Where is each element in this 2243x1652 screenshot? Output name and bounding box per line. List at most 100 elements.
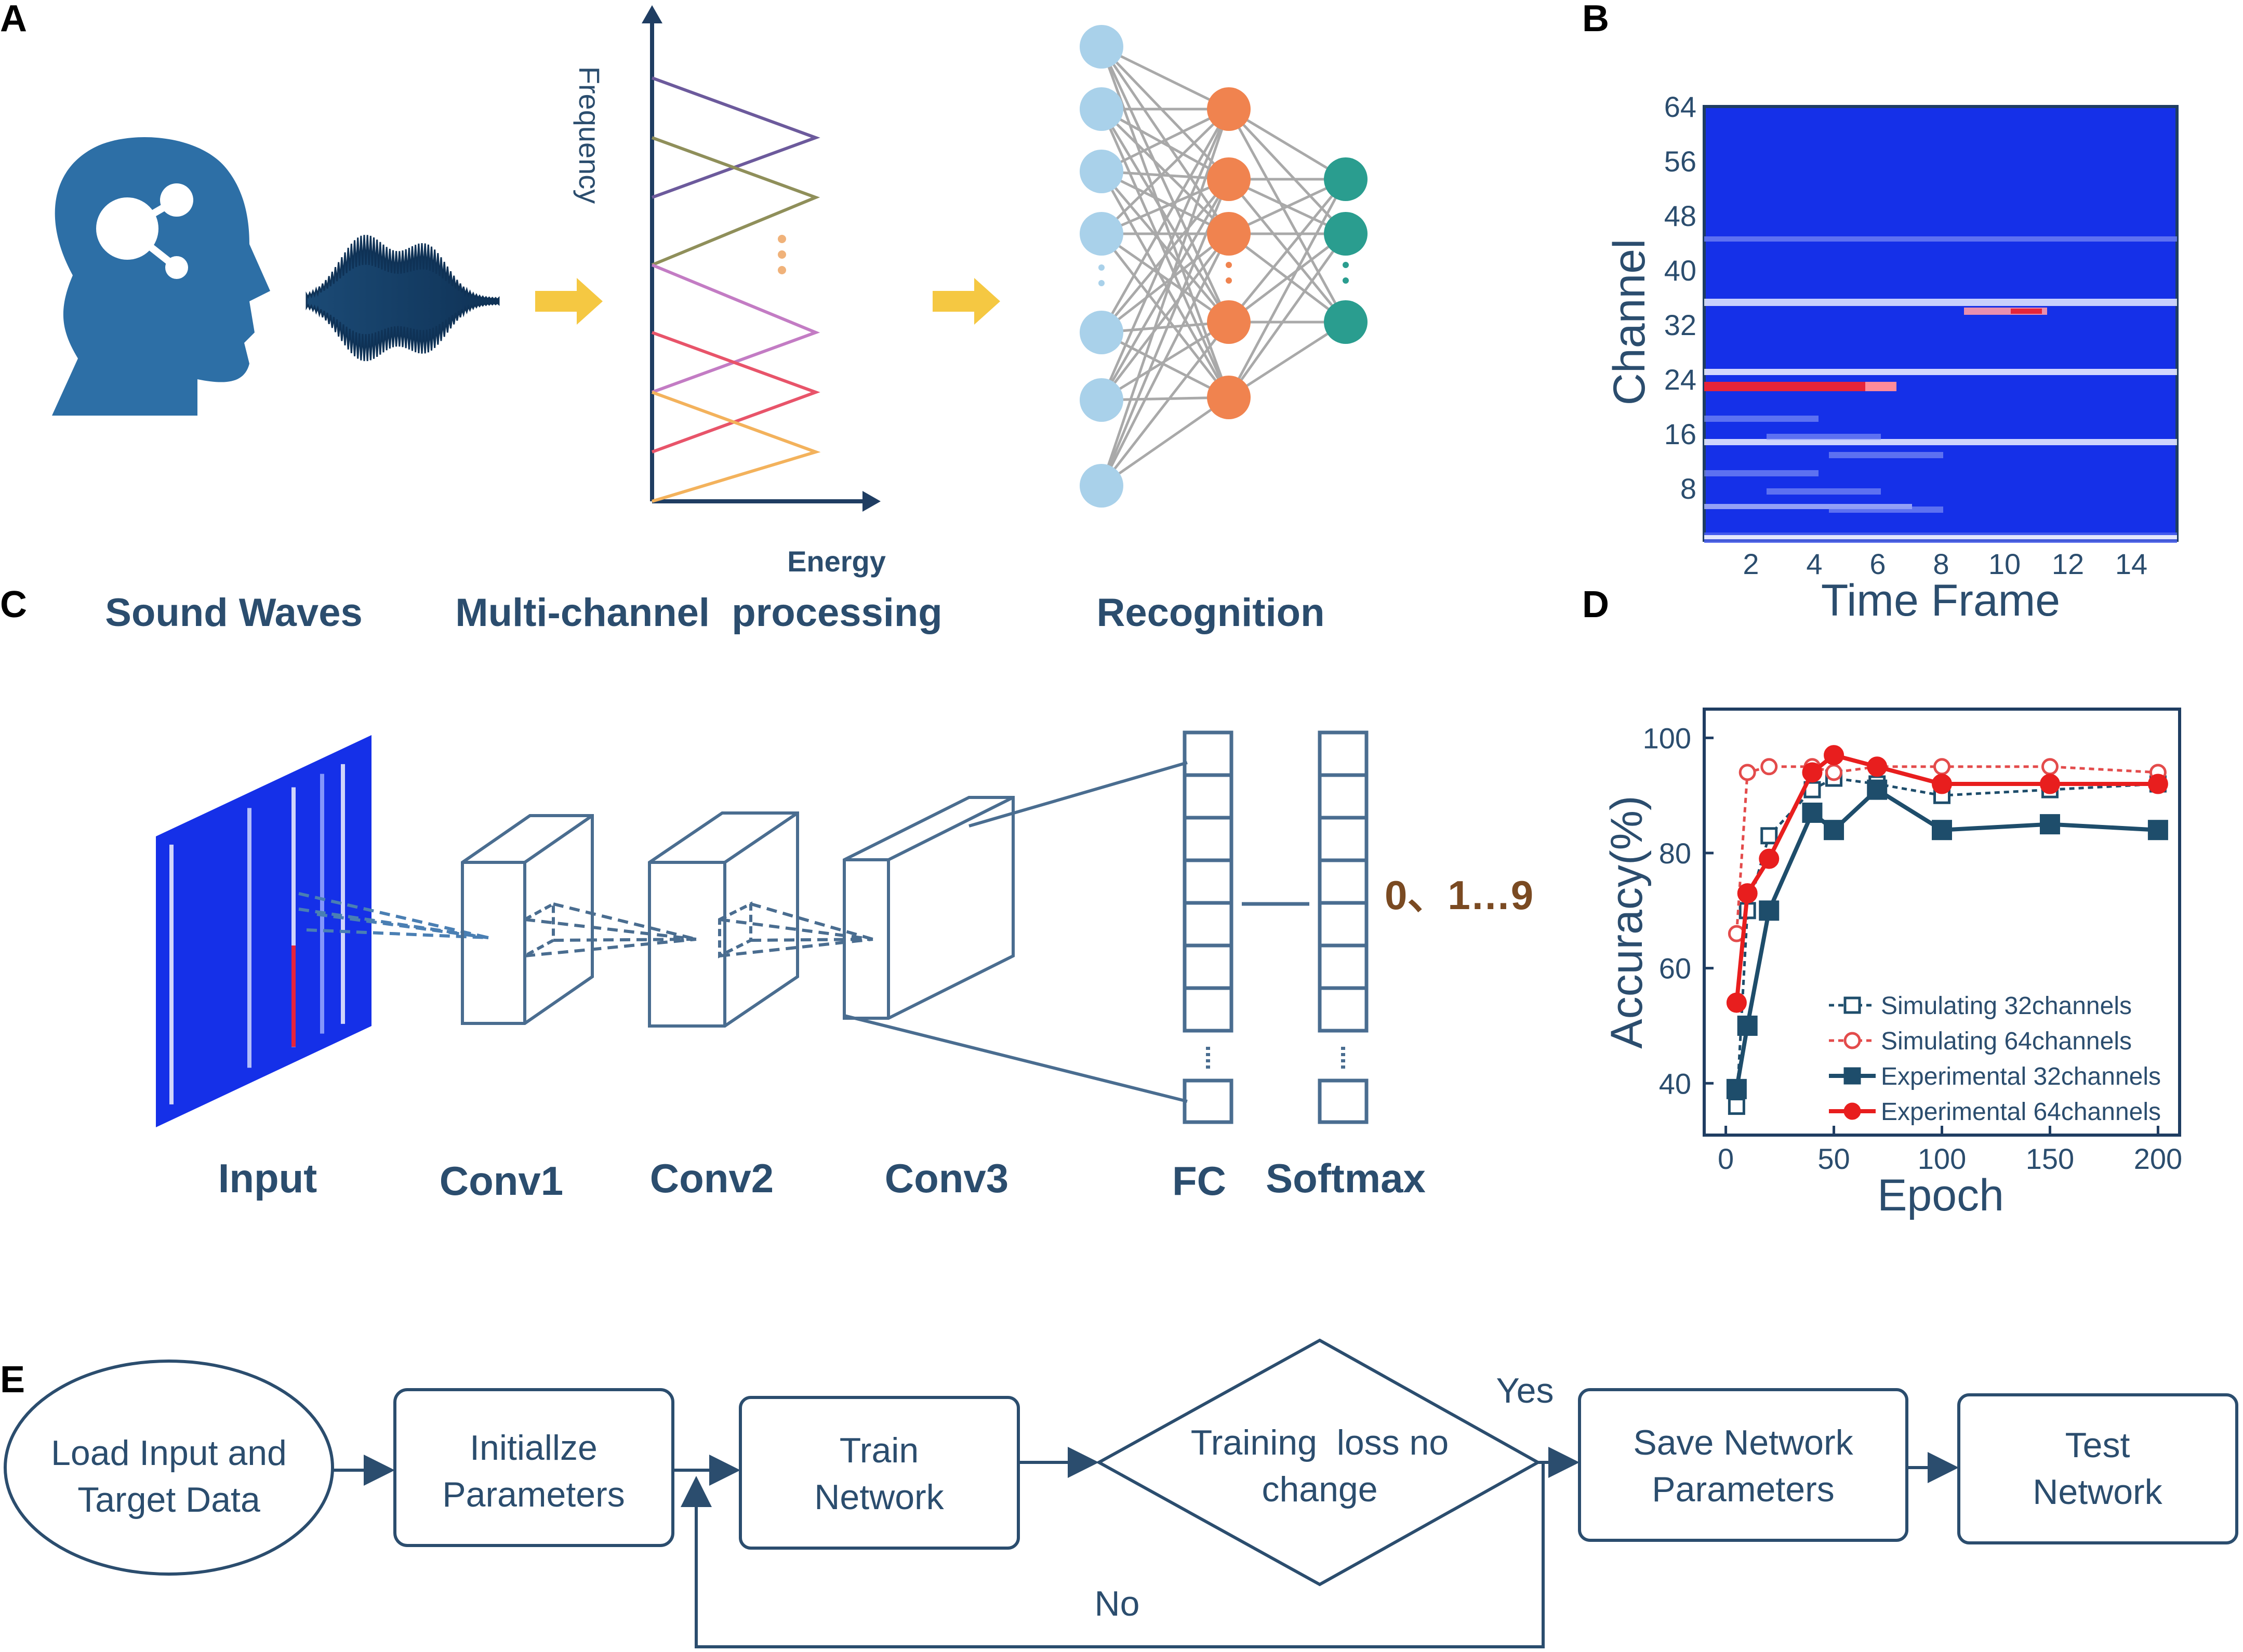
x-tick-label: 100: [1918, 1142, 1966, 1175]
data-point: [1737, 1015, 1758, 1036]
fc-unit: [1183, 986, 1233, 1033]
input-spectrogram: [156, 735, 489, 1127]
hidden-neuron: [1207, 300, 1251, 344]
train-network-line2: Network: [814, 1477, 944, 1517]
y-tick-label: 60: [1659, 952, 1691, 985]
heatmap-band: [1829, 507, 1943, 513]
heatmap-band: [1704, 369, 2177, 375]
output-neuron: [1324, 212, 1368, 256]
output-neuron: [1324, 157, 1368, 201]
data-point: [1843, 1102, 1861, 1120]
channel-heatmap: [1703, 105, 2179, 543]
data-point: [1726, 992, 1747, 1013]
heatmap-x-tick: 2: [1743, 548, 1759, 580]
softmax-unit: [1318, 986, 1369, 1033]
input-neuron: [1080, 87, 1123, 131]
data-point: [1825, 764, 1843, 781]
heatmap-band: [1704, 439, 2177, 445]
save-params-line1: Save Network: [1633, 1423, 1853, 1462]
conv1-block: [461, 814, 697, 1025]
softmax-unit: [1318, 901, 1369, 948]
fc-layer: [1183, 730, 1233, 1124]
heatmap-x-label: Time Frame: [1821, 576, 2060, 625]
series-line: [1735, 777, 2158, 1107]
data-point: [2039, 774, 2060, 794]
data-point: [1843, 1067, 1861, 1085]
arrow-icon: [933, 278, 1000, 325]
legend-label: Experimental 64channels: [1881, 1098, 2161, 1126]
x-tick-label: 150: [2026, 1142, 2074, 1175]
conv2-block: [648, 811, 873, 1028]
input-neuron: [1080, 212, 1123, 256]
data-point: [1867, 756, 1888, 777]
fc-unit: [1183, 901, 1233, 948]
filter-5-line: [651, 391, 821, 503]
ellipsis-dot: [1343, 262, 1349, 268]
heatmap-x-tick: 4: [1806, 548, 1822, 580]
data-point: [1932, 820, 1952, 841]
sound-waves-label: Sound Waves: [105, 591, 362, 635]
neural-network-diagram: [1080, 25, 1368, 508]
data-point: [1867, 779, 1888, 800]
no-loop-arrow: [681, 1462, 1545, 1648]
train-network-node: [739, 1396, 1020, 1550]
save-params-line2: Parameters: [1652, 1470, 1834, 1509]
heatmap-band: [1704, 299, 2177, 306]
ellipsis-dot: [1343, 277, 1349, 284]
panel-letter-d: D: [1582, 584, 1609, 625]
class-output-label: 0、1…9: [1385, 872, 1533, 918]
fc-unit: [1183, 730, 1233, 777]
x-tick-label: 50: [1817, 1142, 1850, 1175]
softmax-unit: [1318, 773, 1369, 820]
heatmap-hot-band: [1865, 382, 1896, 391]
heatmap-y-tick: 64: [1664, 90, 1696, 123]
legend-label: Simulating 32channels: [1881, 992, 2132, 1020]
arrow-icon: [535, 278, 603, 325]
heatmap-hot-band: [1704, 382, 1865, 391]
load-data-node: [4, 1360, 334, 1576]
heatmap-x-tick: 14: [2115, 548, 2147, 580]
legend-label: Experimental 32channels: [1881, 1063, 2161, 1090]
data-point: [1843, 996, 1861, 1014]
data-point: [1759, 900, 1780, 921]
fc-label: FC: [1172, 1158, 1226, 1204]
input-neuron: [1080, 150, 1123, 193]
loss-decision-node: [1095, 1338, 1542, 1587]
softmax-label: Softmax: [1266, 1155, 1426, 1201]
heatmap-hot-band: [2011, 309, 2042, 314]
heatmap-y-tick: 32: [1664, 309, 1696, 341]
data-point: [1824, 820, 1844, 841]
heatmap-y-ticks: 64 56 48 40 32 24 16 8: [1664, 90, 1696, 505]
y-tick-label: 40: [1659, 1067, 1691, 1100]
frequency-axis-label: Frequency: [573, 66, 606, 204]
heatmap-y-tick: 24: [1664, 363, 1696, 396]
input-neuron: [1080, 464, 1123, 508]
data-point: [1932, 774, 1952, 794]
data-point: [1728, 1098, 1745, 1115]
test-network-line2: Network: [2033, 1472, 2162, 1512]
input-neuron: [1080, 378, 1123, 422]
panel-letter-b: B: [1582, 0, 1609, 39]
input-label: Input: [218, 1155, 317, 1201]
init-params-node: [393, 1388, 674, 1547]
heatmap-band: [1704, 470, 1819, 476]
legend-label: Simulating 64channels: [1881, 1028, 2132, 1055]
panel-letter-e: E: [0, 1359, 25, 1401]
data-point: [1802, 802, 1823, 823]
data-point: [1933, 758, 1950, 776]
data-point: [2041, 758, 2059, 776]
recognition-label: Recognition: [1096, 591, 1324, 635]
hidden-neuron: [1207, 157, 1251, 201]
heatmap-x-tick: 12: [2052, 548, 2084, 580]
data-point: [1737, 883, 1758, 904]
x-tick-label: 0: [1718, 1142, 1734, 1175]
input-neuron: [1080, 311, 1123, 354]
heatmap-band: [1829, 452, 1943, 458]
heatmap-x-tick: 6: [1869, 548, 1886, 580]
softmax-unit: [1318, 943, 1369, 990]
data-point: [1843, 1032, 1861, 1049]
training-flowchart: Load Input and Target Data Initiallze Pa…: [4, 1338, 2238, 1648]
heatmap-band: [1767, 488, 1881, 495]
data-point: [2147, 820, 2168, 841]
